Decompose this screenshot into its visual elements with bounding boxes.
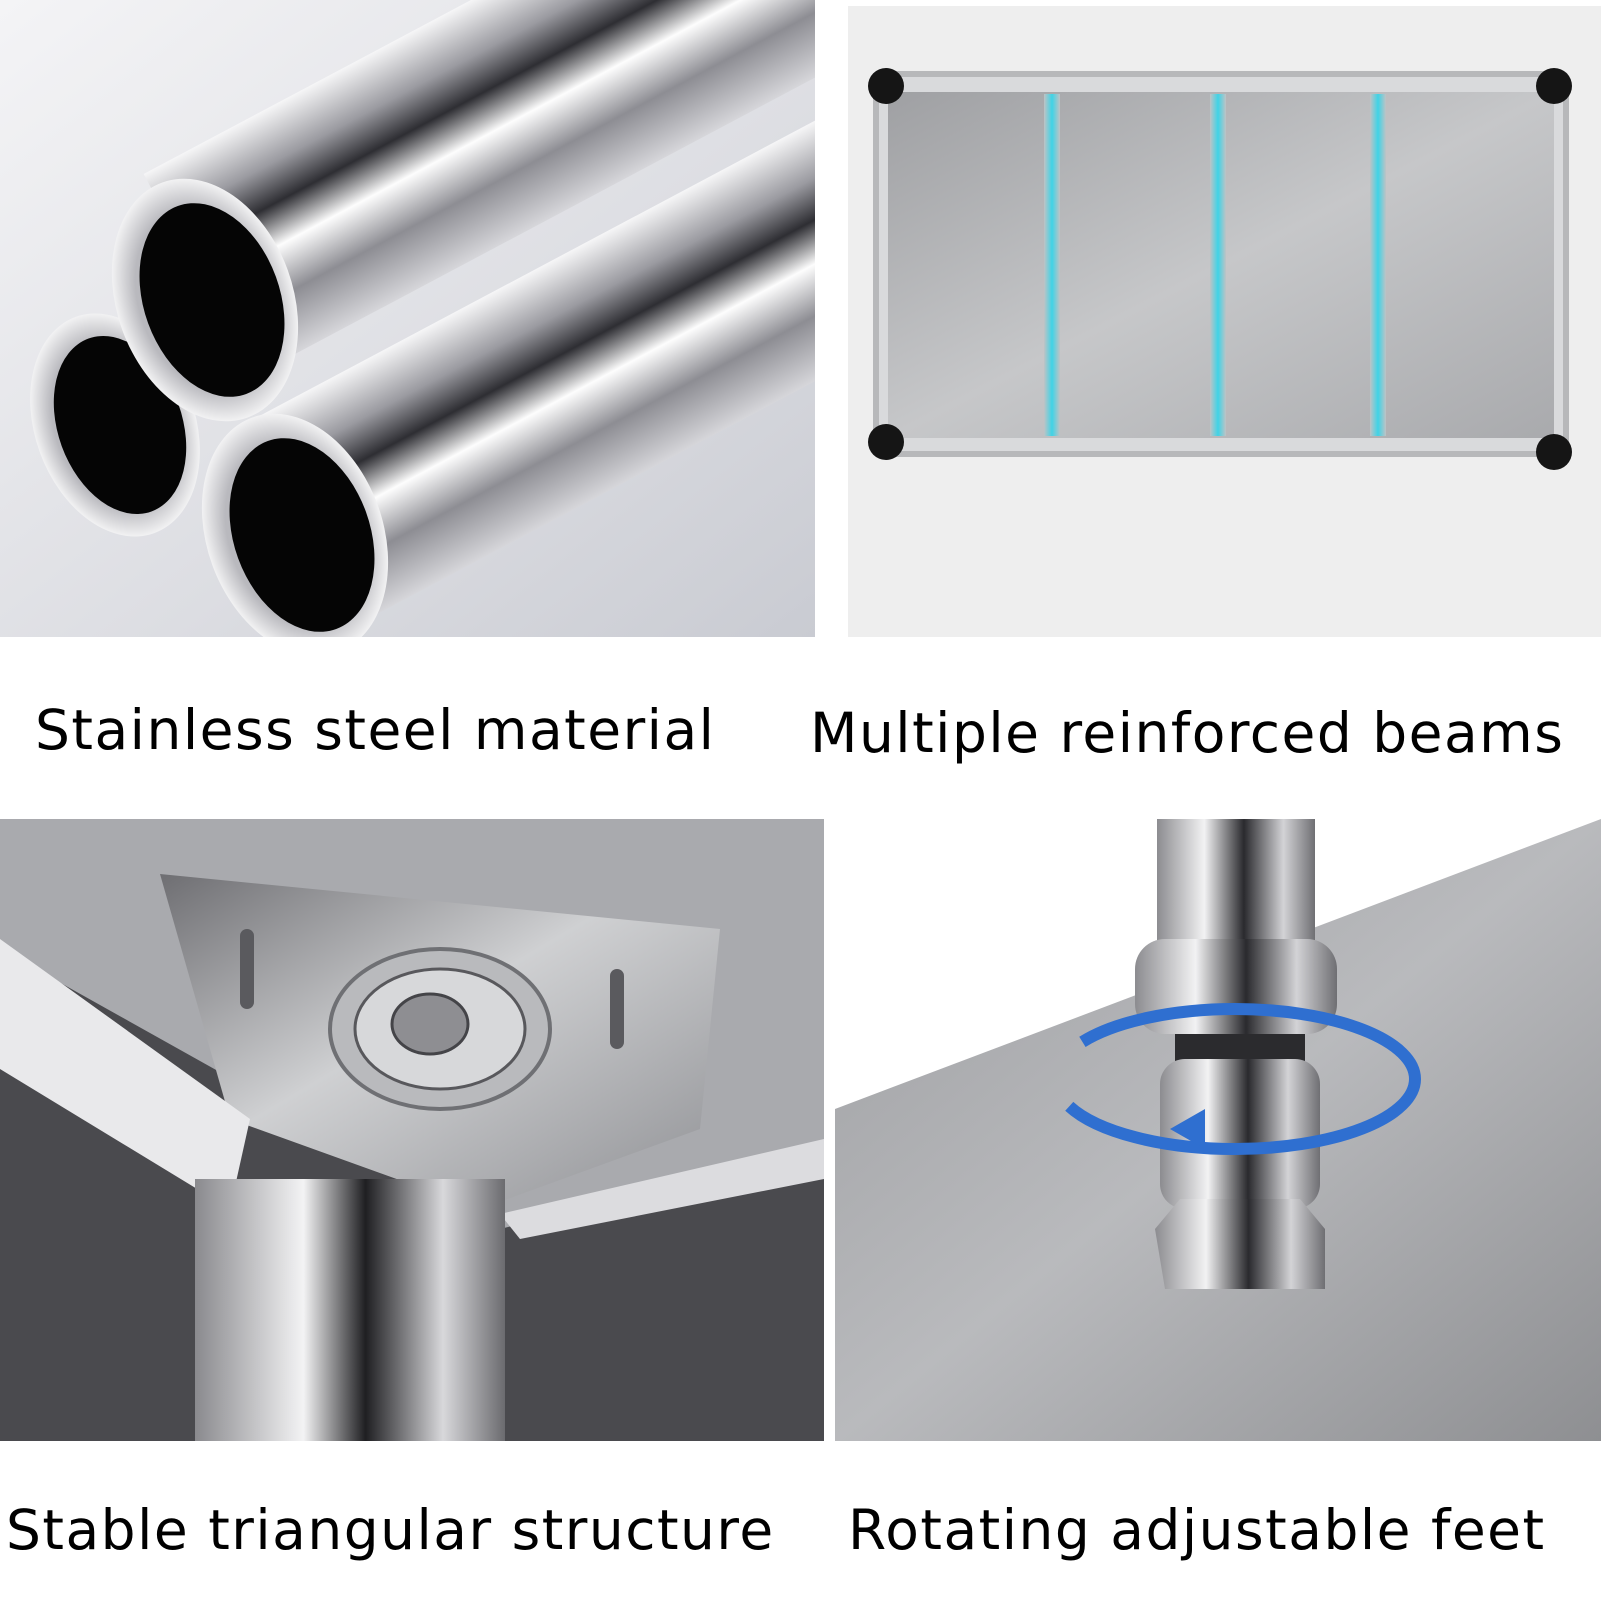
triangular-structure-image bbox=[0, 819, 824, 1441]
caption-stainless-steel: Stainless steel material bbox=[35, 698, 716, 762]
caption-adjustable-feet: Rotating adjustable feet bbox=[848, 1498, 1546, 1562]
adjustable-feet-image bbox=[835, 819, 1601, 1441]
reinforced-beams-shelf-image bbox=[848, 6, 1601, 637]
stainless-steel-tubes-image bbox=[0, 0, 815, 637]
caption-reinforced-beams: Multiple reinforced beams bbox=[810, 701, 1565, 765]
caption-triangular-structure: Stable triangular structure bbox=[6, 1498, 775, 1562]
